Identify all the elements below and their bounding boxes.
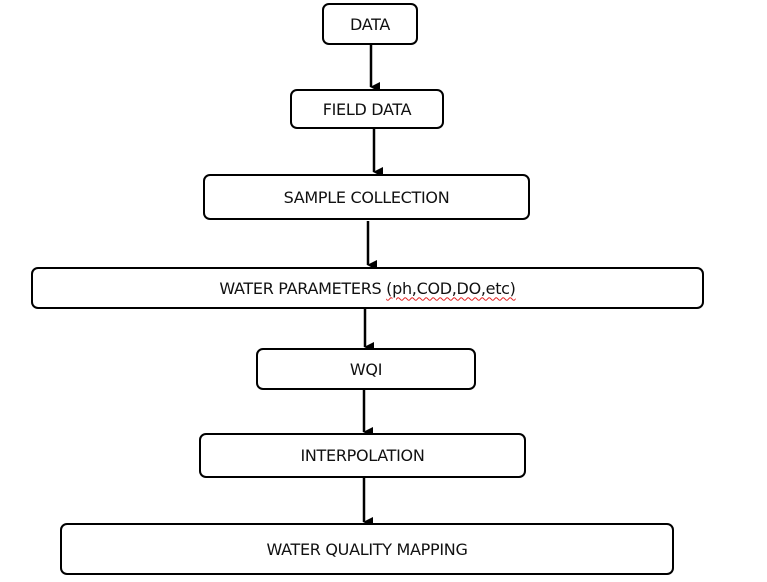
node-label: DATA [349, 14, 391, 34]
node-data: DATA [322, 3, 418, 45]
node-label: WATER PARAMETERS (ph,COD,DO,etc) [219, 278, 516, 298]
node-label: WQI [349, 359, 383, 379]
node-sample-collection: SAMPLE COLLECTION [203, 174, 530, 220]
node-water-parameters: WATER PARAMETERS (ph,COD,DO,etc) [31, 267, 704, 309]
node-label-parameters: (ph,COD,DO,etc) [386, 278, 516, 298]
node-label: FIELD DATA [322, 99, 412, 119]
node-field-data: FIELD DATA [290, 89, 444, 129]
node-label: SAMPLE COLLECTION [283, 187, 450, 207]
node-wqi: WQI [256, 348, 476, 390]
node-label-main: WATER PARAMETERS [219, 278, 387, 298]
node-interpolation: INTERPOLATION [199, 433, 526, 478]
node-label: INTERPOLATION [300, 446, 425, 465]
node-label: WATER QUALITY MAPPING [266, 539, 468, 559]
node-water-quality-mapping: WATER QUALITY MAPPING [60, 523, 674, 575]
